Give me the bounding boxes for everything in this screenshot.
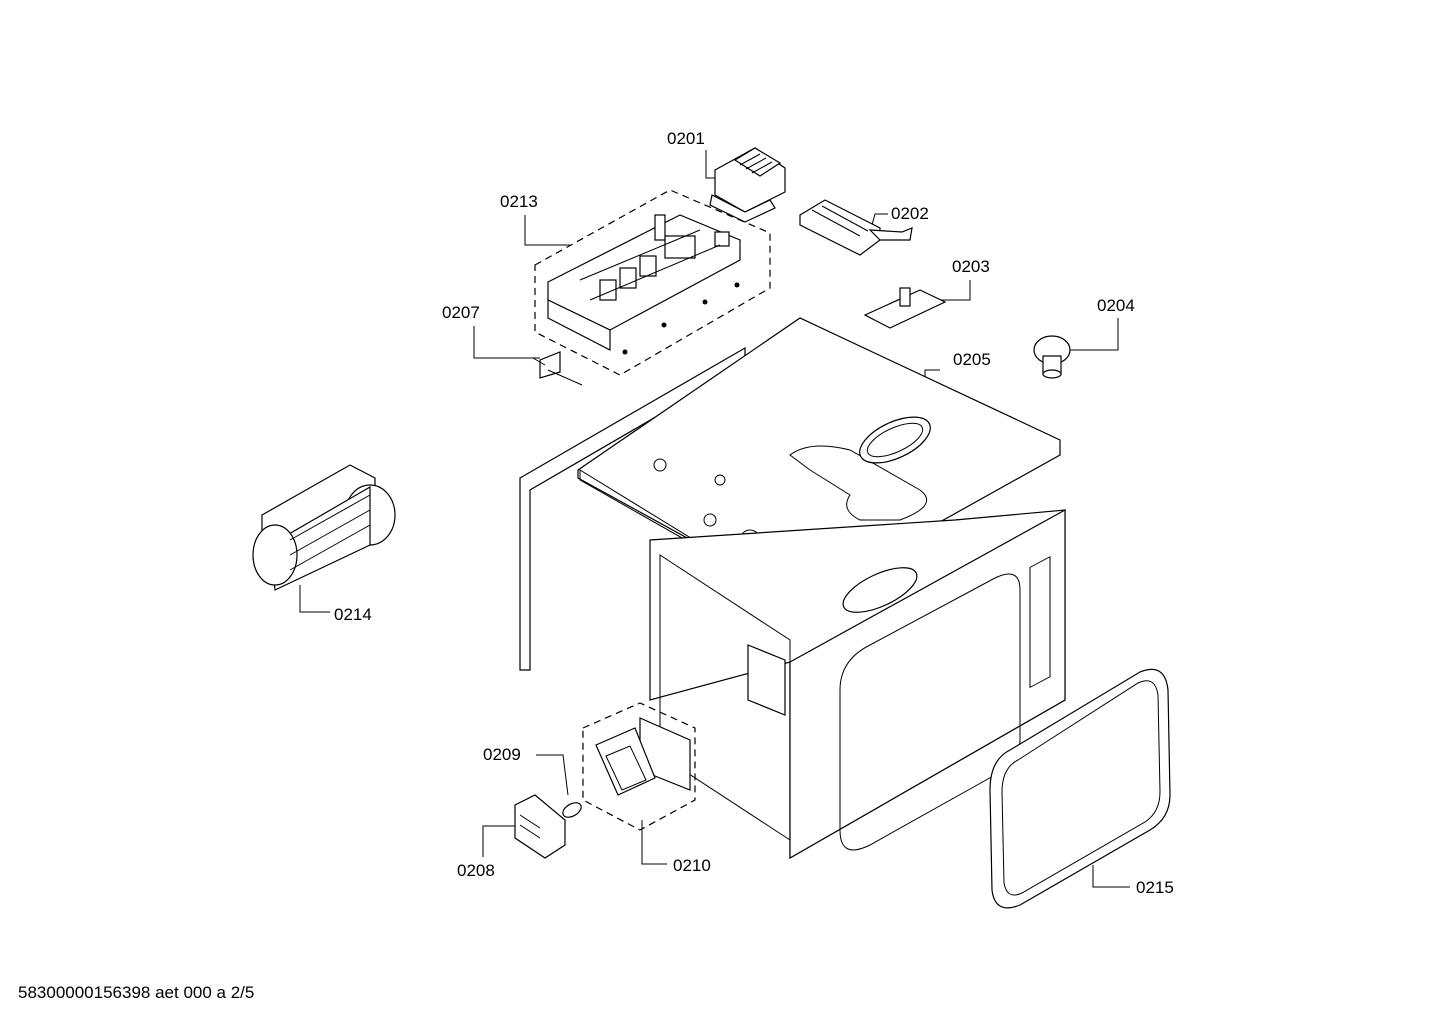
leader-lines (299, 150, 1130, 888)
bracket-0202 (799, 199, 913, 256)
oven-cavity (649, 508, 1066, 860)
gasket-0205 (859, 416, 931, 464)
label-0202: 0202 (891, 204, 929, 223)
label-0204: 0204 (1097, 296, 1135, 315)
label-0215: 0215 (1136, 878, 1174, 897)
label-0213: 0213 (500, 192, 538, 211)
control-board-0213 (534, 189, 771, 376)
door-gasket-0215 (989, 668, 1171, 909)
document-reference: 58300000156398 aet 000 a 2/5 (18, 983, 255, 1002)
lamp-housing-0208 (514, 794, 566, 859)
top-cover-panel (519, 317, 1061, 671)
label-0205: 0205 (953, 350, 991, 369)
label-0201: 0201 (667, 129, 705, 148)
relay-housing-0201 (709, 147, 786, 223)
lamp-0209 (562, 802, 582, 818)
lamp-glass-0210 (582, 702, 696, 831)
label-0214: 0214 (334, 605, 372, 624)
label-0209: 0209 (483, 745, 521, 764)
label-0210: 0210 (673, 856, 711, 875)
fan-motor-0214 (252, 464, 396, 591)
label-0208: 0208 (457, 861, 495, 880)
lamp-socket-0204 (1033, 335, 1071, 379)
sensor-0207 (532, 351, 583, 386)
label-0207: 0207 (442, 303, 480, 322)
switch-plate-0203 (863, 287, 947, 329)
label-0203: 0203 (952, 257, 990, 276)
